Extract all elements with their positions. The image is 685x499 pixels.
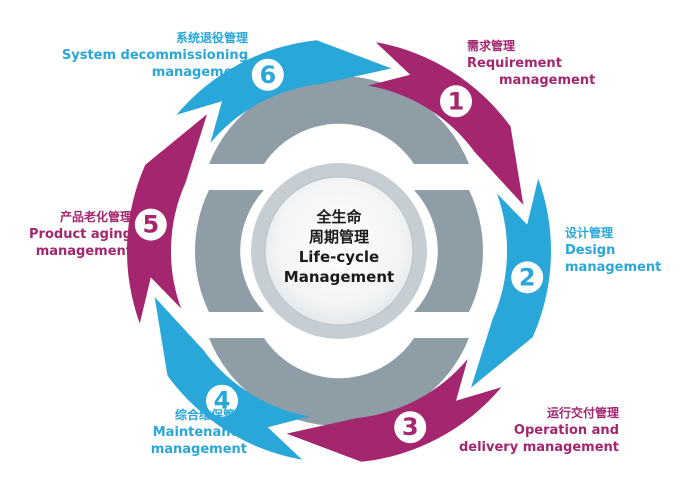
stage-arrows: [127, 40, 551, 462]
stage-3-number: 3: [402, 413, 419, 441]
stage-2-badge: [511, 261, 544, 294]
stage-label-1: 需求管理 Requirement management: [467, 38, 595, 89]
stage-3-badge: [394, 411, 427, 444]
stage-5-en2: management: [35, 244, 132, 259]
stage-5-number: 5: [142, 211, 159, 239]
stage-4-en1: Maintenance: [152, 425, 247, 440]
stage-3-en1: Operation and: [513, 423, 619, 438]
stage-6-en2: management: [151, 65, 248, 80]
stage-1-zh: 需求管理: [467, 39, 516, 53]
stage-2-en2: management: [565, 260, 662, 275]
outer-gray-ring: [195, 75, 483, 427]
stage-2-en1: Design: [565, 243, 616, 258]
stage-2-arrow: [471, 178, 551, 388]
stage-3-en2: delivery management: [458, 440, 619, 455]
center-line-2: 周期管理: [309, 228, 369, 246]
stage-5-arrow: [127, 114, 207, 324]
stage-3-arrow: [286, 359, 502, 462]
stage-5-badge: [134, 208, 167, 241]
hub-circle: [264, 176, 414, 326]
stage-label-5: 产品老化管理 Product aging management: [29, 209, 132, 260]
stage-2-number: 2: [519, 263, 536, 291]
stage-3-zh: 运行交付管理: [546, 406, 619, 420]
stage-6-en1: System decommissioning: [61, 48, 248, 63]
stage-label-2: 设计管理 Design management: [565, 225, 661, 276]
stage-4-en2: management: [150, 442, 247, 457]
stage-5-en1: Product aging: [29, 227, 132, 242]
center-line-4: Management: [284, 268, 394, 286]
stage-4-number: 4: [214, 387, 231, 415]
stage-4-badge: [206, 384, 238, 417]
stage-label-6: 系统退役管理 System decommissioning management: [62, 30, 248, 81]
stage-1-en2: management: [499, 73, 596, 88]
stage-4-arrow: [154, 297, 310, 460]
stage-6-number: 6: [259, 61, 276, 89]
stage-4-zh: 综合维保管理: [174, 408, 247, 422]
center-line-1: 全生命: [315, 208, 362, 226]
stage-badges: 1 2 3 4 5 6: [134, 58, 544, 444]
center-label: 全生命 周期管理 Life-cycle Management: [284, 208, 394, 286]
stage-1-number: 1: [448, 87, 465, 115]
stage-2-zh: 设计管理: [565, 226, 614, 240]
stage-1-badge: [440, 85, 472, 118]
stage-6-arrow: [176, 40, 392, 144]
stage-1-arrow: [368, 42, 524, 206]
stage-6-badge: [251, 58, 284, 91]
stage-label-3: 运行交付管理 Operation and delivery management: [459, 405, 619, 456]
stage-label-4: 综合维保管理 Maintenance management: [151, 407, 247, 458]
stage-1-en1: Requirement: [467, 56, 562, 71]
stage-5-zh: 产品老化管理: [59, 210, 132, 224]
stage-6-zh: 系统退役管理: [175, 31, 248, 45]
center-line-3: Life-cycle: [299, 248, 380, 266]
